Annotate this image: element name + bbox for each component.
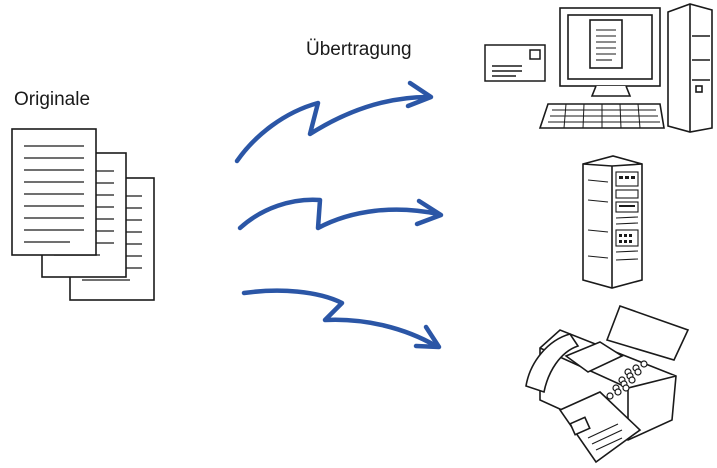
document-stack-icon [11,128,155,301]
arrow-to-computer [234,80,434,164]
originals-label: Originale [14,89,91,110]
arrow-to-server [237,197,444,231]
email-envelope-icon [484,44,546,82]
arrow-to-fax [241,288,442,350]
desktop-computer-icon [538,3,713,133]
transmission-label: Übertragung [306,39,412,60]
transmission-arrow-icon [234,80,444,350]
document-front [11,128,97,256]
server-icon [582,155,643,289]
fax-machine-icon [525,304,690,464]
